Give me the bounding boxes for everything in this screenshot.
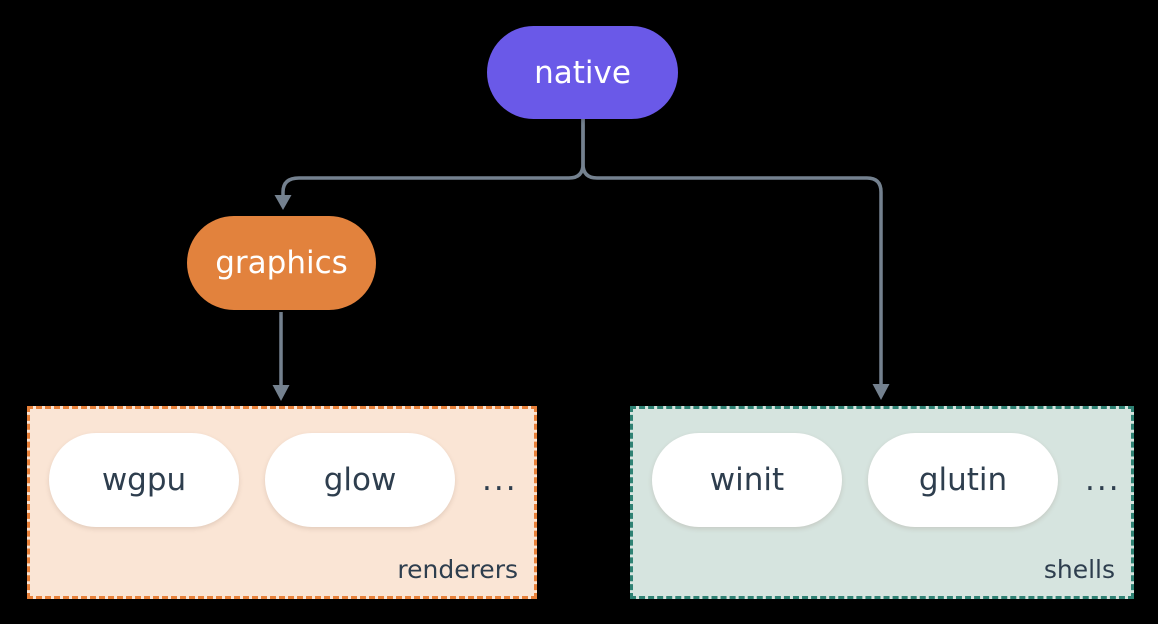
arrowhead-shells-icon	[872, 384, 890, 400]
shells-ellipsis: ...	[1085, 462, 1121, 498]
node-native: native	[487, 26, 678, 119]
node-glutin-label: glutin	[918, 462, 1008, 498]
node-winit: winit	[652, 433, 842, 527]
group-shells: winit glutin ... shells	[630, 406, 1134, 599]
connector-native-shells	[581, 119, 883, 385]
node-wgpu-label: wgpu	[101, 462, 187, 498]
arrowhead-graphics-icon	[274, 195, 292, 210]
group-renderers: wgpu glow ... renderers	[27, 406, 537, 599]
node-wgpu: wgpu	[49, 433, 239, 527]
shells-group-label: shells	[1043, 555, 1115, 584]
renderers-ellipsis: ...	[482, 462, 518, 498]
node-glutin: glutin	[868, 433, 1058, 527]
arrowhead-renderers-icon	[272, 385, 290, 401]
node-native-label: native	[534, 54, 631, 91]
node-glow-label: glow	[323, 462, 397, 498]
shells-pill-row: winit glutin ...	[652, 433, 1131, 527]
renderers-pill-row: wgpu glow ...	[49, 433, 534, 527]
renderers-group-label: renderers	[397, 555, 518, 584]
node-winit-label: winit	[709, 462, 785, 498]
connector-native-graphics	[281, 119, 585, 196]
node-glow: glow	[265, 433, 455, 527]
node-graphics: graphics	[187, 216, 376, 310]
node-graphics-label: graphics	[215, 245, 348, 281]
